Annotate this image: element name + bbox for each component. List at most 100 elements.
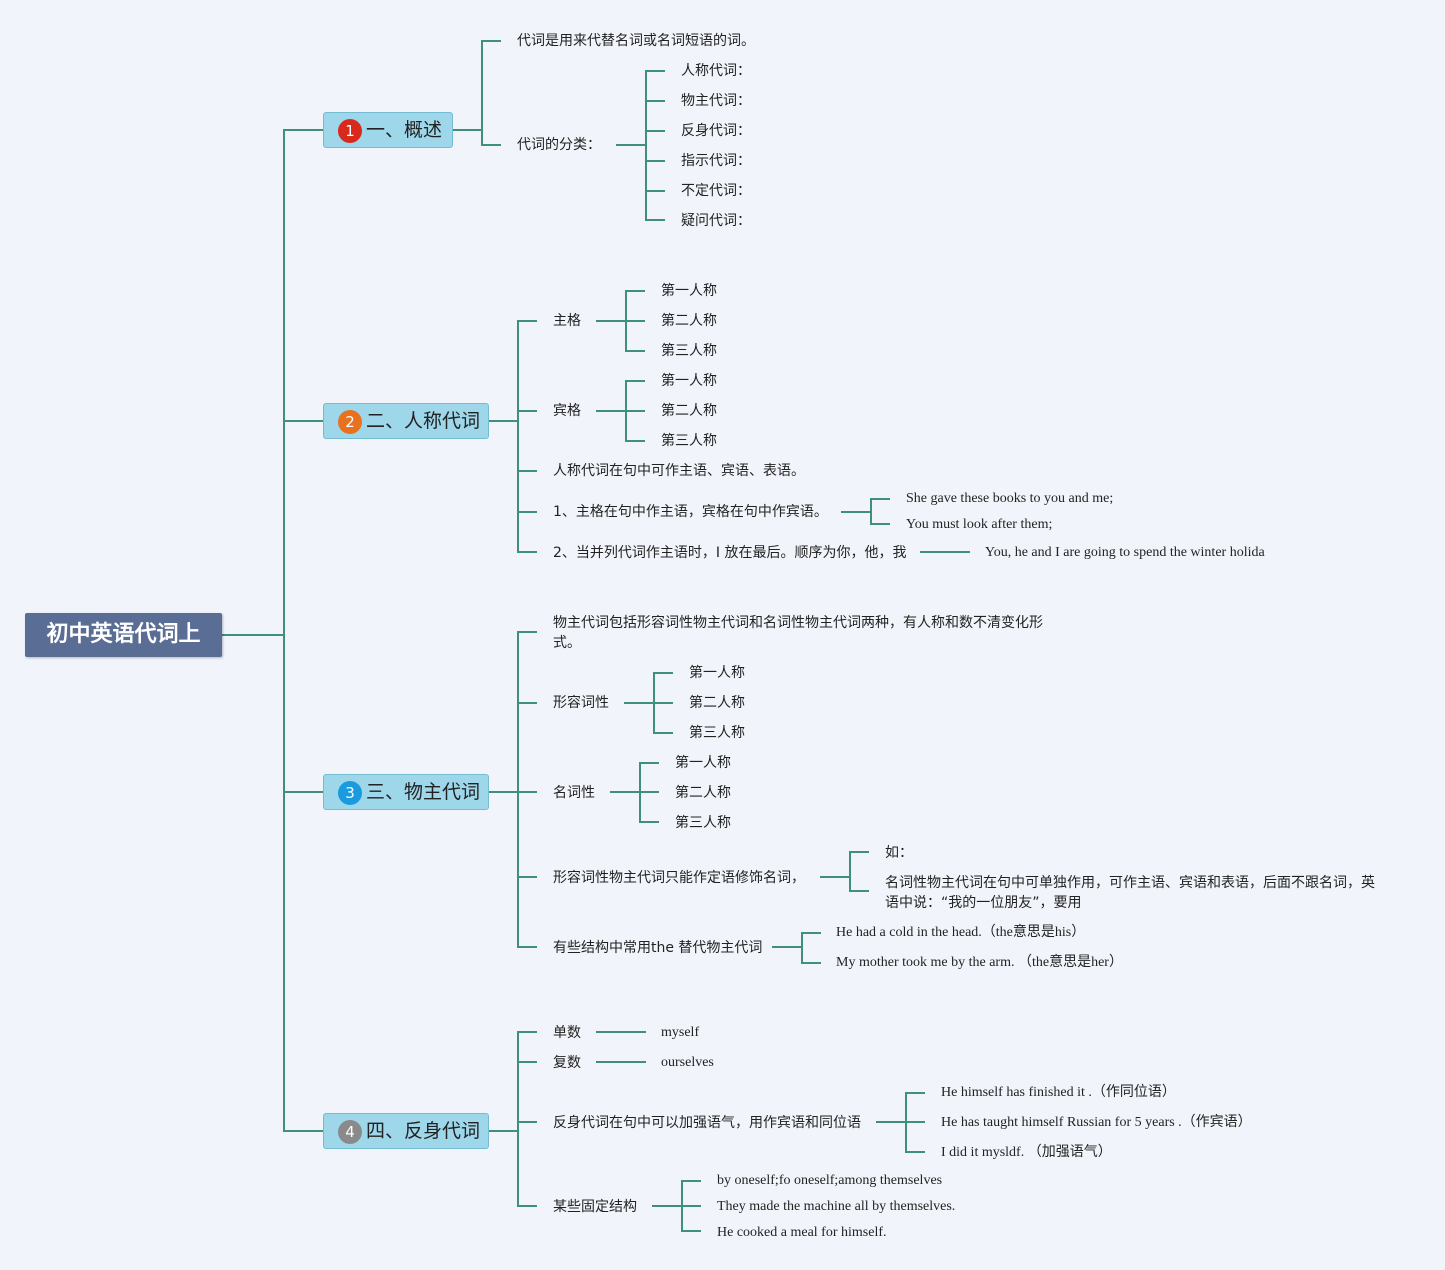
- branch-personal-pronouns[interactable]: 2 二、人称代词: [323, 403, 489, 439]
- connector: [639, 821, 659, 823]
- root-topic[interactable]: 初中英语代词上: [25, 613, 222, 657]
- connector: [681, 1230, 701, 1232]
- number-badge: 3: [338, 781, 362, 805]
- connector: [841, 511, 871, 513]
- node-nominal-usage[interactable]: 名词性物主代词在句中可单独作用，可作主语、宾语和表语，后面不跟名词，英语中说：“…: [885, 875, 1375, 911]
- connector: [849, 890, 869, 892]
- connector: [596, 1061, 646, 1063]
- node-adjectival[interactable]: 形容词性: [553, 695, 609, 711]
- node-example[interactable]: He had a cold in the head.（the意思是his）: [836, 925, 1086, 940]
- node-classification[interactable]: 代词的分类：: [517, 137, 601, 153]
- connector: [517, 470, 537, 472]
- connector: [849, 851, 851, 892]
- connector: [481, 40, 501, 42]
- connector: [652, 1205, 682, 1207]
- connector: [801, 932, 821, 934]
- node-object-case[interactable]: 宾格: [553, 403, 581, 419]
- node-person[interactable]: 第二人称: [661, 313, 717, 329]
- branch-overview[interactable]: 1 一、概述: [323, 112, 453, 148]
- connector: [610, 791, 640, 793]
- node-rule-2[interactable]: 2、当并列代词作主语时，I 放在最后。顺序为你，他，我: [553, 545, 907, 561]
- node-example[interactable]: I did it mysldf. （加强语气）: [941, 1145, 1112, 1160]
- connector: [517, 631, 537, 633]
- connector: [625, 380, 645, 382]
- node-usage[interactable]: 人称代词在句中可作主语、宾语、表语。: [553, 463, 805, 479]
- node-class-item[interactable]: 物主代词：: [681, 93, 751, 109]
- node-plural[interactable]: 复数: [553, 1055, 581, 1071]
- node-example[interactable]: He himself has finished it .（作同位语）: [941, 1085, 1176, 1100]
- connector: [625, 320, 645, 322]
- connector: [596, 410, 626, 412]
- connector: [905, 1092, 925, 1094]
- node-fixed-structures[interactable]: 某些固定结构: [553, 1199, 637, 1215]
- connector: [653, 702, 673, 704]
- node-example[interactable]: You must look after them;: [906, 517, 1053, 532]
- connector: [625, 350, 645, 352]
- node-singular-value[interactable]: myself: [661, 1025, 700, 1040]
- branch-possessive-pronouns[interactable]: 3 三、物主代词: [323, 774, 489, 810]
- connector: [283, 420, 323, 422]
- connector: [481, 144, 501, 146]
- connector: [517, 320, 537, 322]
- connector: [681, 1205, 701, 1207]
- node-definition[interactable]: 代词是用来代替名词或名词短语的词。: [517, 33, 755, 49]
- connector: [645, 190, 665, 192]
- node-person[interactable]: 第二人称: [661, 403, 717, 419]
- node-plural-value[interactable]: ourselves: [661, 1055, 714, 1070]
- node-class-item[interactable]: 疑问代词：: [681, 213, 751, 229]
- node-person[interactable]: 第一人称: [675, 755, 731, 771]
- connector: [517, 1031, 537, 1033]
- node-example[interactable]: They made the machine all by themselves.: [717, 1199, 956, 1214]
- connector: [488, 791, 518, 793]
- node-example[interactable]: by oneself;fo oneself;among themselves: [717, 1173, 943, 1188]
- connector: [849, 851, 869, 853]
- connector: [801, 962, 821, 964]
- connector: [222, 634, 284, 636]
- node-person[interactable]: 第二人称: [689, 695, 745, 711]
- connector: [517, 1205, 537, 1207]
- node-example[interactable]: You, he and I are going to spend the win…: [985, 545, 1265, 560]
- connector: [645, 100, 665, 102]
- connector: [517, 631, 519, 948]
- node-person[interactable]: 第一人称: [661, 283, 717, 299]
- node-modifier-rule[interactable]: 形容词性物主代词只能作定语修饰名词，: [553, 870, 805, 886]
- node-person[interactable]: 第三人称: [675, 815, 731, 831]
- connector: [616, 144, 646, 146]
- node-example[interactable]: He has taught himself Russian for 5 year…: [941, 1115, 1252, 1130]
- node-person[interactable]: 第二人称: [675, 785, 731, 801]
- node-the-rule[interactable]: 有些结构中常用the 替代物主代词: [553, 940, 763, 956]
- node-singular[interactable]: 单数: [553, 1025, 581, 1041]
- node-example[interactable]: My mother took me by the arm. （the意思是her…: [836, 955, 1123, 970]
- connector: [517, 946, 537, 948]
- node-person[interactable]: 第三人称: [661, 343, 717, 359]
- node-subject-case[interactable]: 主格: [553, 313, 581, 329]
- connector: [283, 1130, 323, 1132]
- connector: [517, 320, 519, 552]
- node-class-item[interactable]: 反身代词：: [681, 123, 751, 139]
- node-nominal[interactable]: 名词性: [553, 785, 595, 801]
- connector: [625, 440, 645, 442]
- connector: [876, 1121, 906, 1123]
- connector: [653, 732, 673, 734]
- node-class-item[interactable]: 指示代词：: [681, 153, 751, 169]
- node-example[interactable]: He cooked a meal for himself.: [717, 1225, 887, 1240]
- node-class-item[interactable]: 不定代词：: [681, 183, 751, 199]
- connector: [517, 876, 537, 878]
- connector: [772, 946, 802, 948]
- node-possessive-intro[interactable]: 物主代词包括形容词性物主代词和名词性物主代词两种，有人称和数不清变化形式。: [553, 615, 1043, 651]
- node-rule-1[interactable]: 1、主格在句中作主语，宾格在句中作宾语。: [553, 504, 828, 520]
- node-emphasis-rule[interactable]: 反身代词在句中可以加强语气，用作宾语和同位语: [553, 1115, 861, 1131]
- connector: [625, 410, 645, 412]
- node-example[interactable]: She gave these books to you and me;: [906, 491, 1114, 506]
- node-person[interactable]: 第一人称: [661, 373, 717, 389]
- node-person[interactable]: 第三人称: [661, 433, 717, 449]
- branch-title: 二、人称代词: [366, 410, 481, 432]
- node-example[interactable]: 如：: [885, 845, 913, 861]
- number-badge: 4: [338, 1120, 362, 1144]
- node-person[interactable]: 第三人称: [689, 725, 745, 741]
- node-person[interactable]: 第一人称: [689, 665, 745, 681]
- node-class-item[interactable]: 人称代词：: [681, 63, 751, 79]
- connector: [653, 672, 673, 674]
- branch-reflexive-pronouns[interactable]: 4 四、反身代词: [323, 1113, 489, 1149]
